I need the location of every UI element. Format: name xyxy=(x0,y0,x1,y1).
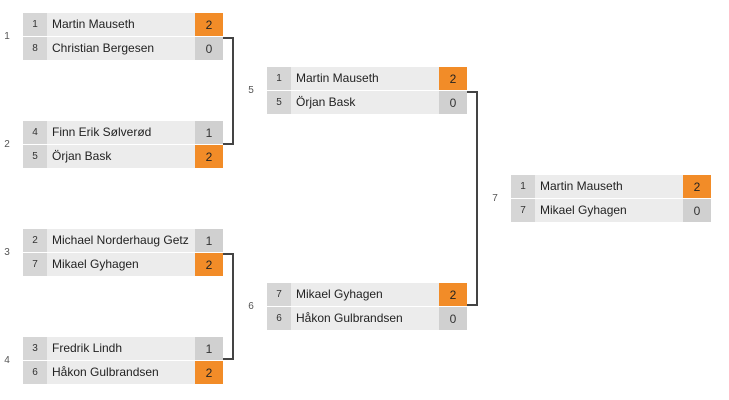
connector-line xyxy=(232,37,234,145)
match-4-player-1[interactable]: 3 Fredrik Lindh 1 xyxy=(23,337,223,360)
match-number-7: 7 xyxy=(492,193,498,204)
score: 2 xyxy=(195,13,223,36)
score: 2 xyxy=(195,361,223,384)
match-6-player-1[interactable]: 7 Mikael Gyhagen 2 xyxy=(267,283,467,306)
seed: 3 xyxy=(23,337,47,360)
match-number-3: 3 xyxy=(4,247,10,258)
player-name: Fredrik Lindh xyxy=(47,337,195,360)
match-2-player-2[interactable]: 5 Örjan Bask 2 xyxy=(23,144,223,168)
match-4[interactable]: 3 Fredrik Lindh 1 6 Håkon Gulbrandsen 2 xyxy=(23,337,223,384)
score: 2 xyxy=(439,283,467,306)
score: 2 xyxy=(195,145,223,168)
player-name: Mikael Gyhagen xyxy=(535,199,683,222)
match-number-4: 4 xyxy=(4,355,10,366)
score: 0 xyxy=(439,307,467,330)
match-3-player-1[interactable]: 2 Michael Norderhaug Getz 1 xyxy=(23,229,223,252)
score: 2 xyxy=(439,67,467,90)
player-name: Christian Bergesen xyxy=(47,37,195,60)
player-name: Martin Mauseth xyxy=(47,13,195,36)
match-4-player-2[interactable]: 6 Håkon Gulbrandsen 2 xyxy=(23,360,223,384)
connector-line xyxy=(476,91,478,306)
match-2-player-1[interactable]: 4 Finn Erik Sølverød 1 xyxy=(23,121,223,144)
player-name: Örjan Bask xyxy=(47,145,195,168)
score: 1 xyxy=(195,229,223,252)
seed: 1 xyxy=(23,13,47,36)
player-name: Michael Norderhaug Getz xyxy=(47,229,195,252)
score: 1 xyxy=(195,337,223,360)
player-name: Martin Mauseth xyxy=(535,175,683,198)
seed: 6 xyxy=(267,307,291,330)
seed: 7 xyxy=(511,199,535,222)
connector-line xyxy=(232,253,234,360)
match-5-player-1[interactable]: 1 Martin Mauseth 2 xyxy=(267,67,467,90)
player-name: Martin Mauseth xyxy=(291,67,439,90)
seed: 6 xyxy=(23,361,47,384)
player-name: Mikael Gyhagen xyxy=(47,253,195,276)
connector-line xyxy=(467,304,477,306)
player-name: Örjan Bask xyxy=(291,91,439,114)
score: 0 xyxy=(683,199,711,222)
match-7[interactable]: 1 Martin Mauseth 2 7 Mikael Gyhagen 0 xyxy=(511,175,711,222)
player-name: Mikael Gyhagen xyxy=(291,283,439,306)
seed: 5 xyxy=(23,145,47,168)
player-name: Håkon Gulbrandsen xyxy=(291,307,439,330)
seed: 7 xyxy=(267,283,291,306)
seed: 4 xyxy=(23,121,47,144)
match-3[interactable]: 2 Michael Norderhaug Getz 1 7 Mikael Gyh… xyxy=(23,229,223,276)
match-1-player-2[interactable]: 8 Christian Bergesen 0 xyxy=(23,36,223,60)
score: 2 xyxy=(195,253,223,276)
match-3-player-2[interactable]: 7 Mikael Gyhagen 2 xyxy=(23,252,223,276)
connector-line xyxy=(223,253,233,255)
match-number-6: 6 xyxy=(248,301,254,312)
seed: 1 xyxy=(511,175,535,198)
seed: 5 xyxy=(267,91,291,114)
match-7-player-2[interactable]: 7 Mikael Gyhagen 0 xyxy=(511,198,711,222)
match-1[interactable]: 1 Martin Mauseth 2 8 Christian Bergesen … xyxy=(23,13,223,60)
player-name: Finn Erik Sølverød xyxy=(47,121,195,144)
score: 2 xyxy=(683,175,711,198)
match-2[interactable]: 4 Finn Erik Sølverød 1 5 Örjan Bask 2 xyxy=(23,121,223,168)
match-6-player-2[interactable]: 6 Håkon Gulbrandsen 0 xyxy=(267,306,467,330)
match-5[interactable]: 1 Martin Mauseth 2 5 Örjan Bask 0 xyxy=(267,67,467,114)
seed: 2 xyxy=(23,229,47,252)
score: 1 xyxy=(195,121,223,144)
connector-line xyxy=(223,143,233,145)
match-7-player-1[interactable]: 1 Martin Mauseth 2 xyxy=(511,175,711,198)
seed: 1 xyxy=(267,67,291,90)
match-number-5: 5 xyxy=(248,85,254,96)
match-5-player-2[interactable]: 5 Örjan Bask 0 xyxy=(267,90,467,114)
match-6[interactable]: 7 Mikael Gyhagen 2 6 Håkon Gulbrandsen 0 xyxy=(267,283,467,330)
connector-line xyxy=(223,358,233,360)
seed: 8 xyxy=(23,37,47,60)
player-name: Håkon Gulbrandsen xyxy=(47,361,195,384)
score: 0 xyxy=(195,37,223,60)
connector-line xyxy=(223,37,233,39)
seed: 7 xyxy=(23,253,47,276)
connector-line xyxy=(467,91,477,93)
match-number-1: 1 xyxy=(4,31,10,42)
match-number-2: 2 xyxy=(4,139,10,150)
score: 0 xyxy=(439,91,467,114)
match-1-player-1[interactable]: 1 Martin Mauseth 2 xyxy=(23,13,223,36)
